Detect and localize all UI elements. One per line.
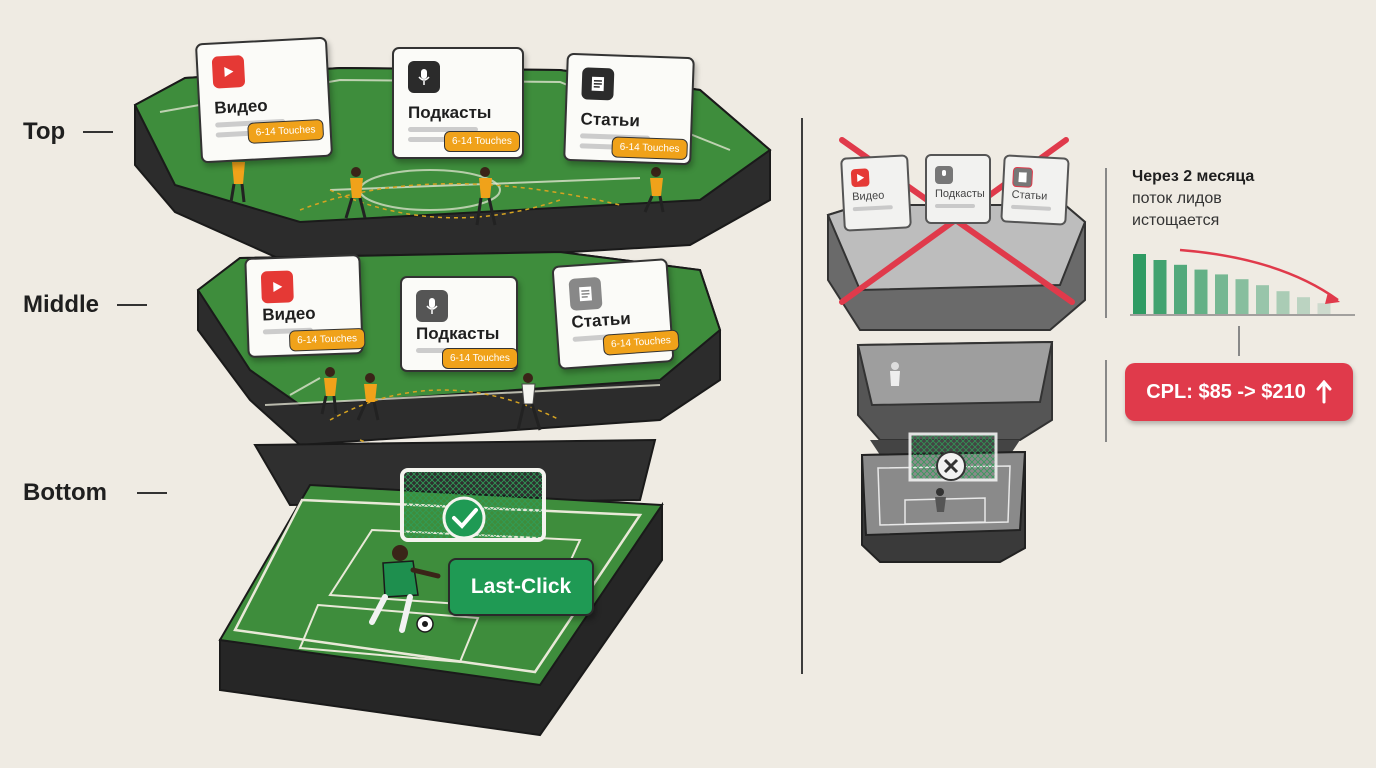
note-divider-line	[1105, 360, 1107, 442]
decline-bar	[1276, 291, 1290, 314]
decline-bar	[1133, 254, 1146, 314]
lead-flow-note: Через 2 месяца поток лидов истощается	[1132, 166, 1254, 232]
touches-badge: 6-14 Touches	[442, 348, 518, 369]
faded-card-title: Подкасты	[935, 188, 985, 200]
faded-card-podcasts: Подкасты	[925, 154, 991, 224]
article-icon	[568, 276, 603, 311]
level-label-middle: Middle	[23, 291, 147, 319]
microphone-icon	[416, 290, 448, 322]
channel-title: Видео	[261, 303, 316, 325]
decline-bar	[1215, 274, 1228, 314]
level-label-bottom: Bottom	[23, 479, 167, 507]
note-line-3: истощается	[1132, 212, 1220, 229]
microphone-icon	[935, 166, 953, 184]
channel-card-podcasts-top: Подкасты 6-14 Touches	[392, 47, 524, 159]
faded-card-articles: Статьи	[1000, 154, 1070, 226]
faded-card-title: Видео	[851, 189, 885, 204]
goal-net	[400, 468, 546, 542]
channel-card-articles-top: Статьи 6-14 Touches	[563, 52, 695, 166]
arrow-up-icon	[1316, 380, 1332, 404]
video-icon	[850, 168, 870, 188]
striker-player	[369, 545, 441, 633]
decline-bar	[1174, 264, 1187, 314]
channel-title: Статьи	[580, 109, 641, 131]
faded-card-title: Статьи	[1011, 188, 1048, 203]
players-middle	[320, 367, 542, 431]
cpl-text: CPL: $85 -> $210	[1146, 380, 1306, 403]
channel-title: Видео	[213, 95, 269, 118]
decline-bar	[1256, 285, 1269, 314]
channel-card-podcasts-middle: Подкасты 6-14 Touches	[400, 276, 518, 372]
declining-leads-chart	[1130, 248, 1355, 316]
decline-bar	[1235, 279, 1249, 314]
touches-badge: 6-14 Touches	[288, 327, 366, 352]
channel-title: Статьи	[570, 308, 632, 332]
decline-bar	[1153, 260, 1167, 314]
channel-card-video-top: Видео 6-14 Touches	[194, 36, 334, 164]
note-line-2: поток лидов	[1132, 190, 1222, 207]
level-label-top: Top	[23, 118, 114, 146]
touches-badge: 6-14 Touches	[602, 329, 680, 356]
touches-badge: 6-14 Touches	[444, 131, 520, 152]
failed-funnel	[826, 204, 1087, 563]
article-icon	[581, 67, 615, 101]
note-line-1: Через 2 месяца	[1132, 168, 1255, 185]
decline-bar	[1317, 303, 1331, 314]
channel-card-articles-middle: Статьи 6-14 Touches	[551, 258, 680, 370]
channel-card-video-middle: Видео 6-14 Touches	[244, 254, 366, 358]
cpl-badge: CPL: $85 -> $210	[1125, 363, 1353, 421]
microphone-icon	[408, 61, 440, 93]
faded-card-video: Видео	[840, 154, 912, 232]
decline-bar	[1194, 269, 1208, 314]
article-icon	[1012, 166, 1034, 188]
channel-title: Подкасты	[416, 324, 500, 343]
touches-badge: 6-14 Touches	[611, 136, 688, 161]
note-divider-line	[1105, 168, 1107, 318]
last-click-badge: Last-Click	[448, 558, 594, 616]
channel-title: Подкасты	[408, 103, 492, 122]
video-icon	[260, 270, 294, 304]
section-divider	[801, 118, 803, 674]
decline-bar	[1297, 297, 1310, 314]
connector-line	[1238, 326, 1240, 356]
touches-badge: 6-14 Touches	[247, 118, 325, 144]
video-icon	[211, 55, 246, 89]
